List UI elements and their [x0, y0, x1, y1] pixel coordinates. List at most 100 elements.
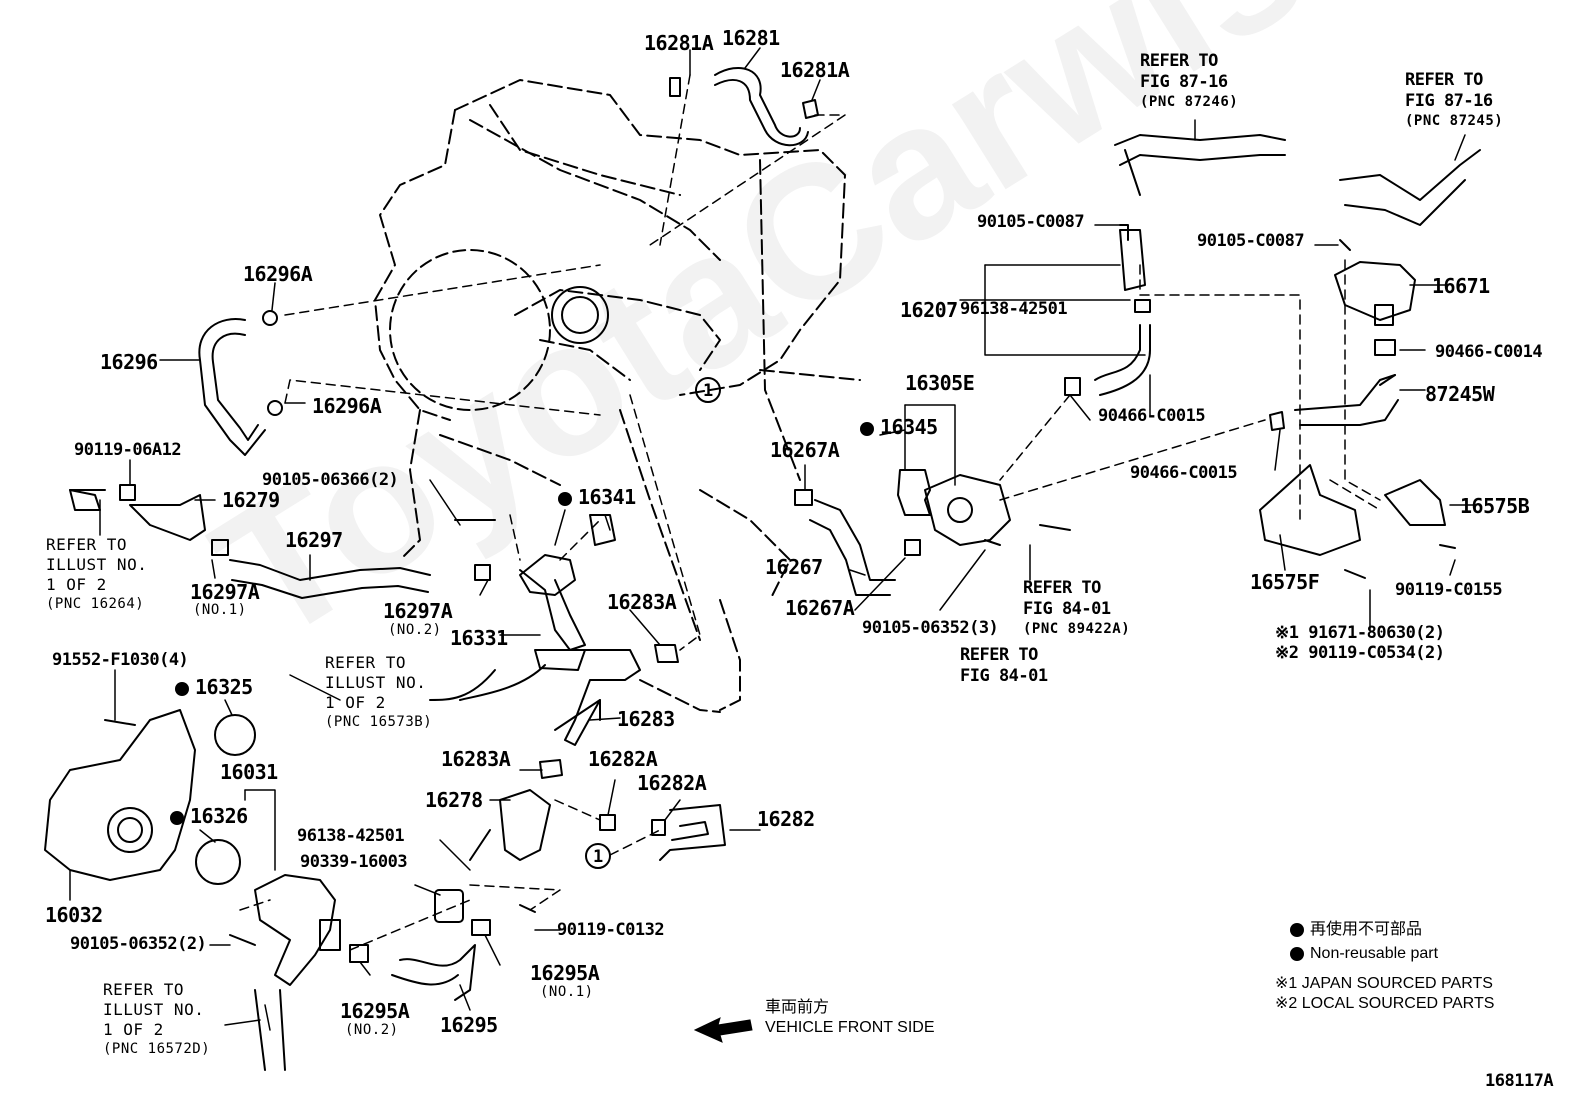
part-label-16279[interactable]: 16279: [222, 488, 280, 512]
hose-16267: [809, 499, 896, 596]
part-label-90105-06352-3[interactable]: 90105-06352(3): [862, 618, 999, 638]
part-label-16267A[interactable]: 16267A: [770, 438, 840, 462]
engine-block-outline: [374, 79, 861, 713]
bracket-16279: [129, 494, 206, 541]
hose-16281: [714, 66, 809, 147]
part-label-16281A[interactable]: 16281A: [644, 31, 714, 55]
part-label-16295A-no2[interactable]: 16295A: [340, 999, 410, 1023]
non-reusable-dot-icon: [558, 491, 572, 506]
vehicle-front-arrow-icon: [693, 1017, 753, 1043]
part-label-16032[interactable]: 16032: [45, 903, 103, 927]
part-label-91671-80630[interactable]: ※1 91671-80630(2): [1275, 623, 1445, 643]
part-label-16281A-b[interactable]: 16281A: [780, 58, 850, 82]
part-label-16296A-b[interactable]: 16296A: [312, 394, 382, 418]
hose-16295: [391, 944, 476, 1001]
part-label-16281[interactable]: 16281: [722, 26, 780, 50]
part-label-16297A-no1[interactable]: 16297A: [190, 580, 260, 604]
part-label-16282[interactable]: 16282: [757, 807, 815, 831]
part-label-16267[interactable]: 16267: [765, 555, 823, 579]
part-label-90119-C0132[interactable]: 90119-C0132: [557, 920, 665, 940]
bracket-16575B: [1384, 479, 1446, 526]
part-label-90119-C0155[interactable]: 90119-C0155: [1395, 580, 1503, 600]
part-label-16296[interactable]: 16296: [100, 350, 158, 374]
part-label-16341[interactable]: 16341: [558, 487, 636, 507]
part-label-90119-06A12[interactable]: 90119-06A12: [74, 440, 182, 460]
part-label-16326[interactable]: 16326: [170, 806, 248, 826]
part-label-16305E[interactable]: 16305E: [905, 371, 975, 395]
hose-16297: [229, 559, 431, 599]
part-label-16575B[interactable]: 16575B: [1460, 494, 1530, 518]
part-label-90105-C0087-b[interactable]: 90105-C0087: [1197, 231, 1305, 251]
part-label-16297[interactable]: 16297: [285, 528, 343, 552]
part-label-90466-C0015[interactable]: 90466-C0015: [1098, 406, 1206, 426]
non-reusable-dot-icon: [175, 681, 189, 696]
part-label-16331[interactable]: 16331: [450, 626, 508, 650]
part-sub-no2: (NO.2): [388, 622, 442, 638]
part-label-90105-06352-2[interactable]: 90105-06352(2): [70, 934, 207, 954]
sensor-valve-16207: [1119, 229, 1146, 291]
part-label-16282A[interactable]: 16282A: [588, 747, 658, 771]
part-label-90105-C0087[interactable]: 90105-C0087: [977, 212, 1085, 232]
legend-note-1: ※1 JAPAN SOURCED PARTS: [1275, 975, 1493, 992]
legend-non-reusable-jp: 再使用不可部品: [1290, 922, 1422, 938]
hose-87245: [1339, 149, 1481, 226]
gasket-16341: [589, 514, 616, 546]
part-label-96138-42501[interactable]: 96138-42501: [960, 299, 1068, 319]
part-label-16267A-b[interactable]: 16267A: [785, 596, 855, 620]
part-label-16575F[interactable]: 16575F: [1250, 570, 1320, 594]
gasket-16345: [897, 469, 931, 516]
part-label-96138-42501-b[interactable]: 96138-42501: [297, 826, 405, 846]
part-label-16283A-b[interactable]: 16283A: [441, 747, 511, 771]
vehicle-front-jp: 車両前方: [765, 999, 830, 1016]
circle-marker-1: 1: [703, 381, 713, 401]
part-label-16282A-b[interactable]: 16282A: [637, 771, 707, 795]
vehicle-front-en: VEHICLE FRONT SIDE: [765, 1019, 935, 1036]
part-label-90466-C0015-b[interactable]: 90466-C0015: [1130, 463, 1238, 483]
part-label-16283A[interactable]: 16283A: [607, 590, 677, 614]
part-label-16278[interactable]: 16278: [425, 788, 483, 812]
figure-id: 168117A: [1485, 1071, 1554, 1091]
union-16278: [499, 789, 551, 861]
part-sub-16295A-no2: (NO.2): [345, 1022, 399, 1038]
part-sub-no1: (NO.1): [193, 602, 247, 618]
part-label-16031[interactable]: 16031: [220, 760, 278, 784]
part-label-16297A-no2[interactable]: 16297A: [383, 599, 453, 623]
o-ring-16326: [195, 839, 241, 885]
circle-marker-1-b: 1: [593, 847, 603, 867]
part-label-90339-16003[interactable]: 90339-16003: [300, 852, 408, 872]
non-reusable-dot-icon: [1290, 946, 1304, 961]
part-label-16345[interactable]: 16345: [860, 417, 938, 437]
hose-87245W: [1294, 374, 1399, 426]
part-label-16207[interactable]: 16207: [900, 298, 958, 322]
part-label-16296A[interactable]: 16296A: [243, 262, 313, 286]
non-reusable-dot-icon: [860, 421, 874, 436]
part-label-87245W[interactable]: 87245W: [1425, 382, 1495, 406]
hose-clamps: [211, 77, 1396, 963]
non-reusable-dot-icon: [1290, 922, 1304, 937]
part-label-90105-06366[interactable]: 90105-06366(2): [262, 470, 399, 490]
part-label-16671[interactable]: 16671: [1432, 274, 1490, 298]
part-label-16295A-no1[interactable]: 16295A: [530, 961, 600, 985]
bracket-16575F: [1259, 464, 1361, 556]
part-label-16325[interactable]: 16325: [175, 677, 253, 697]
reference-pipes: [69, 489, 546, 1071]
part-label-90119-C0534[interactable]: ※2 90119-C0534(2): [1275, 643, 1445, 663]
hose-16282: [659, 804, 726, 861]
thermostat-housing-16031: [254, 874, 341, 986]
part-label-16283[interactable]: 16283: [617, 707, 675, 731]
water-valve-16671: [1334, 261, 1416, 326]
part-label-16295[interactable]: 16295: [440, 1013, 498, 1037]
water-outlet-16305E: [924, 474, 1011, 546]
hose-87246: [1114, 134, 1286, 196]
legend-non-reusable-en: Non-reusable part: [1290, 946, 1438, 962]
part-label-91552-F1030[interactable]: 91552-F1030(4): [52, 650, 189, 670]
part-label-90466-C0014[interactable]: 90466-C0014: [1435, 342, 1543, 362]
